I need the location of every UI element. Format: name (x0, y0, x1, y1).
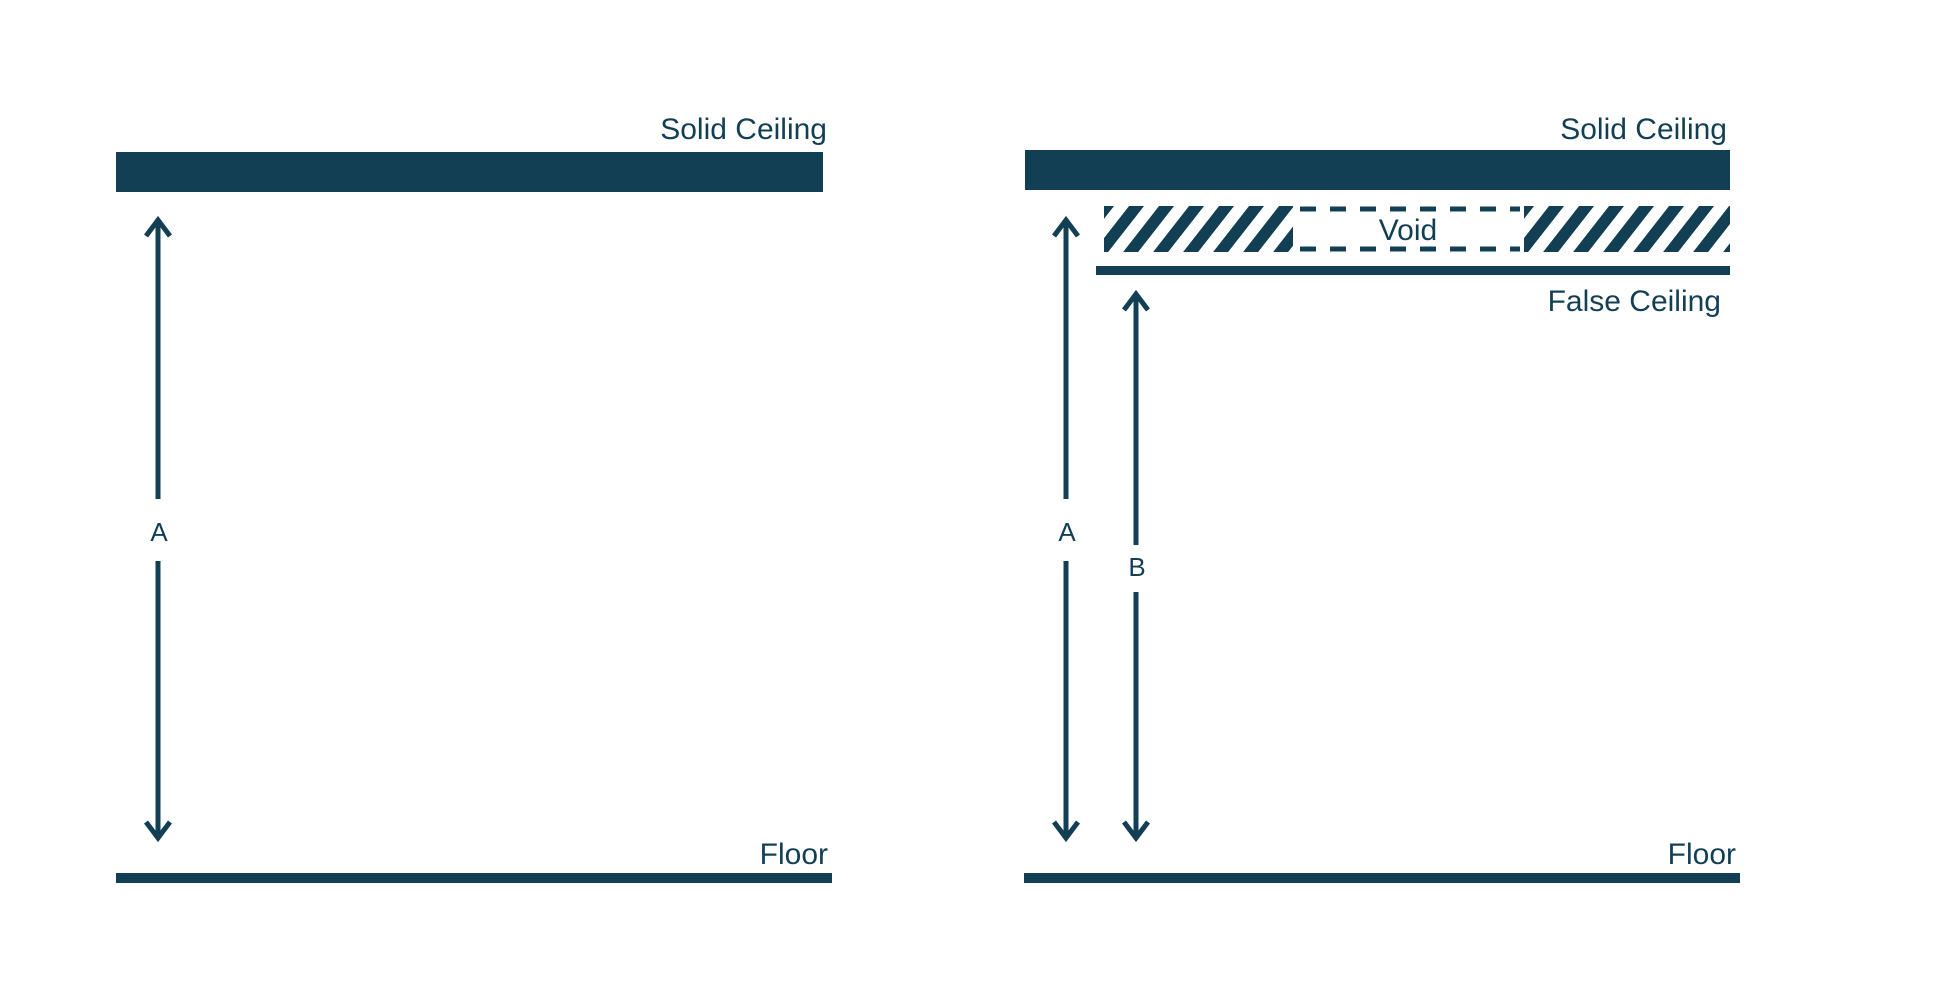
right-diagram: Solid Ceiling Void False Ceiling A B Flo… (1024, 113, 1740, 883)
solid-ceiling-label: Solid Ceiling (1560, 113, 1727, 146)
left-diagram: Solid Ceiling A Floor (116, 113, 832, 883)
floor-label: Floor (1668, 838, 1736, 871)
arrow-up-icon (1052, 215, 1080, 238)
arrow-down-icon (144, 820, 172, 843)
arrow-up-icon (1122, 289, 1150, 312)
floor-label: Floor (760, 838, 828, 871)
false-ceiling-label: False Ceiling (1548, 285, 1721, 318)
floor-line (116, 873, 832, 883)
arrow-up-icon (144, 215, 172, 238)
dimension-a-label: A (150, 517, 168, 547)
void-hatch (1104, 206, 1730, 252)
arrow-down-icon (1052, 820, 1080, 843)
solid-ceiling-slab (1025, 150, 1730, 190)
dimension-b-label: B (1128, 552, 1145, 582)
void-label: Void (1379, 214, 1437, 247)
dimension-a-label: A (1058, 517, 1076, 547)
arrow-down-icon (1122, 820, 1150, 843)
false-ceiling-line (1096, 266, 1730, 275)
solid-ceiling-slab (116, 152, 823, 192)
solid-ceiling-label: Solid Ceiling (660, 113, 827, 146)
floor-line (1024, 873, 1740, 883)
